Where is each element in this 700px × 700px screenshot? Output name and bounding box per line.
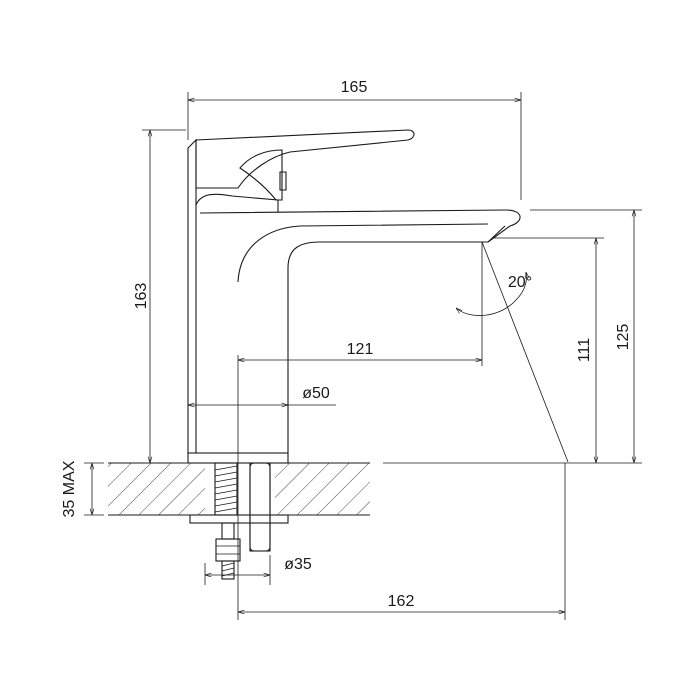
- label-overall-width: 165: [341, 79, 368, 96]
- label-spout-height-outer: 125: [615, 324, 632, 351]
- mounting-assembly: [189, 462, 289, 580]
- dim-arc-spout-angle: [456, 272, 527, 316]
- label-counter-thickness: 35 MAX: [61, 460, 78, 517]
- label-overall-height: 163: [133, 283, 150, 310]
- lever-handle: [195, 129, 415, 201]
- label-base-reach: 162: [388, 593, 415, 610]
- label-mount-diameter: ø35: [284, 556, 312, 573]
- label-spout-angle: 20°: [508, 274, 532, 291]
- mounting-plate: [189, 514, 289, 524]
- label-spout-reach: 121: [347, 341, 374, 358]
- dimension-lines: [92, 100, 634, 612]
- countertop: [108, 460, 565, 520]
- label-spout-height-inner: 111: [576, 338, 593, 362]
- mounting-nut: [215, 538, 241, 562]
- dimension-labels: 165 163 125 111 121 ø50 ø35 162 35 MAX 2…: [61, 79, 632, 610]
- label-body-diameter: ø50: [302, 385, 330, 402]
